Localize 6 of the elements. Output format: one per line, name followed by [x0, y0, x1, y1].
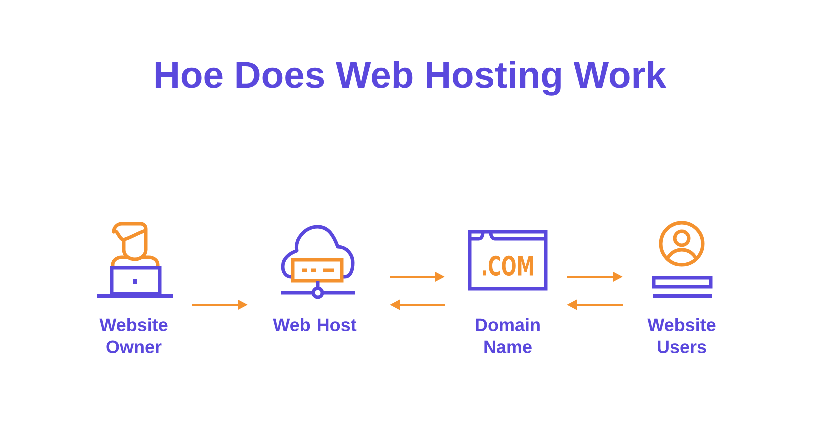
node-label: Website Users	[648, 318, 716, 354]
node-label: Web Host	[273, 318, 357, 332]
node-label: Domain Name	[476, 318, 540, 354]
domain-text: .COM	[483, 256, 534, 276]
node-label: Website Owner	[100, 318, 168, 354]
title: Hoe Does Web Hosting Work	[156, 60, 667, 96]
